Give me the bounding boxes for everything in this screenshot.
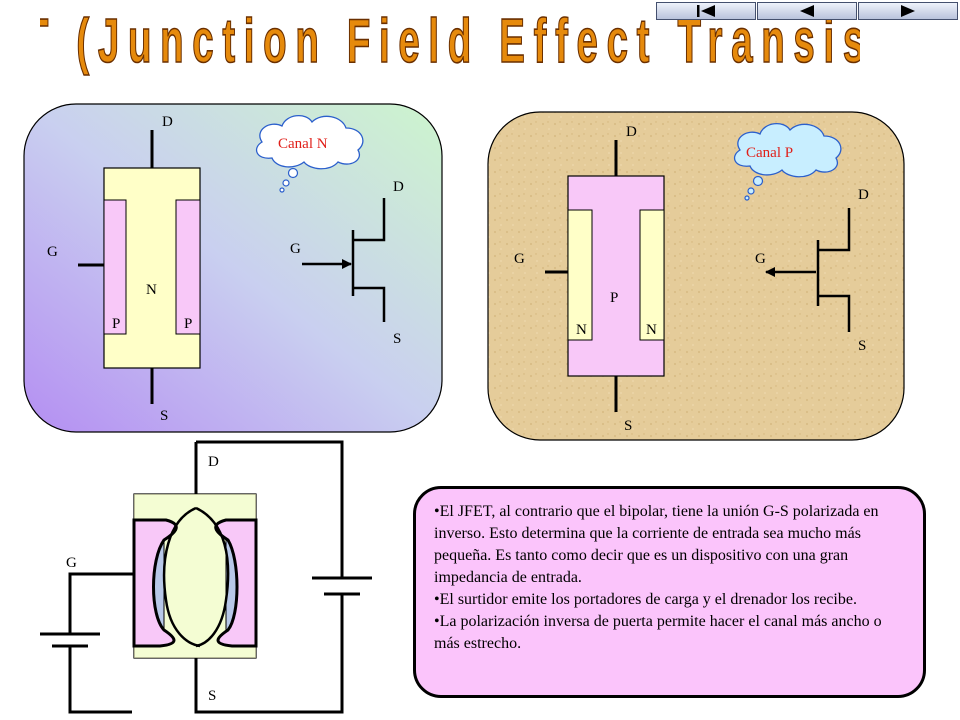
first-slide-icon bbox=[697, 5, 715, 17]
p-gate-left-label: N bbox=[576, 322, 587, 338]
n-gate-right-label: P bbox=[184, 316, 192, 332]
p-symbol-gate-label: G bbox=[755, 251, 766, 267]
p-jfet-symbol bbox=[765, 208, 851, 332]
slide-navigation bbox=[656, 2, 960, 22]
next-slide-button[interactable] bbox=[858, 2, 958, 20]
n-gate-label: G bbox=[47, 244, 58, 260]
depletion-region-left bbox=[132, 518, 178, 648]
n-jfet-symbol bbox=[302, 198, 386, 322]
p-symbol-drain-label: D bbox=[858, 187, 869, 203]
canal-n-label: Canal N bbox=[278, 136, 328, 152]
n-drain-label: D bbox=[162, 114, 173, 130]
canal-p-label: Canal P bbox=[746, 145, 793, 161]
n-channel-panel bbox=[23, 103, 443, 433]
n-symbol-source-label: S bbox=[393, 331, 401, 347]
canal-n-cloud bbox=[255, 115, 364, 193]
description-box: •El JFET, al contrario que el bipolar, t… bbox=[413, 486, 926, 698]
next-slide-icon bbox=[901, 5, 915, 17]
p-channel-label: P bbox=[610, 290, 618, 306]
first-slide-button[interactable] bbox=[656, 2, 756, 20]
description-bullet: •La polarización inversa de puerta permi… bbox=[434, 613, 882, 652]
previous-slide-icon bbox=[800, 5, 814, 17]
previous-slide-button[interactable] bbox=[757, 2, 857, 20]
p-drain-label: D bbox=[626, 124, 637, 140]
p-gate-label: G bbox=[514, 251, 525, 267]
n-gate-right bbox=[639, 209, 665, 341]
p-gate-right bbox=[175, 199, 201, 335]
p-gate-right-label: N bbox=[646, 322, 657, 338]
n-symbol-drain-label: D bbox=[393, 179, 404, 195]
p-symbol-source-label: S bbox=[858, 338, 866, 354]
circuit-gate-label: G bbox=[66, 555, 77, 571]
p-channel-panel bbox=[487, 111, 905, 441]
canal-p-cloud bbox=[733, 123, 842, 201]
circuit-drain-label: D bbox=[208, 454, 219, 470]
description-bullet: •El surtidor emite los portadores de car… bbox=[434, 591, 857, 608]
p-gate-left bbox=[103, 199, 127, 335]
description-bullet: •El JFET, al contrario que el bipolar, t… bbox=[434, 503, 879, 586]
n-gate-left bbox=[567, 209, 593, 341]
p-source-label: S bbox=[624, 418, 632, 434]
n-channel-label: N bbox=[146, 282, 157, 298]
bias-circuit bbox=[40, 440, 372, 714]
circuit-source-label: S bbox=[208, 688, 216, 704]
n-symbol-gate-label: G bbox=[290, 241, 301, 257]
depletion-region-right bbox=[214, 518, 258, 648]
n-gate-left-label: P bbox=[112, 316, 120, 332]
n-source-label: S bbox=[160, 408, 168, 424]
